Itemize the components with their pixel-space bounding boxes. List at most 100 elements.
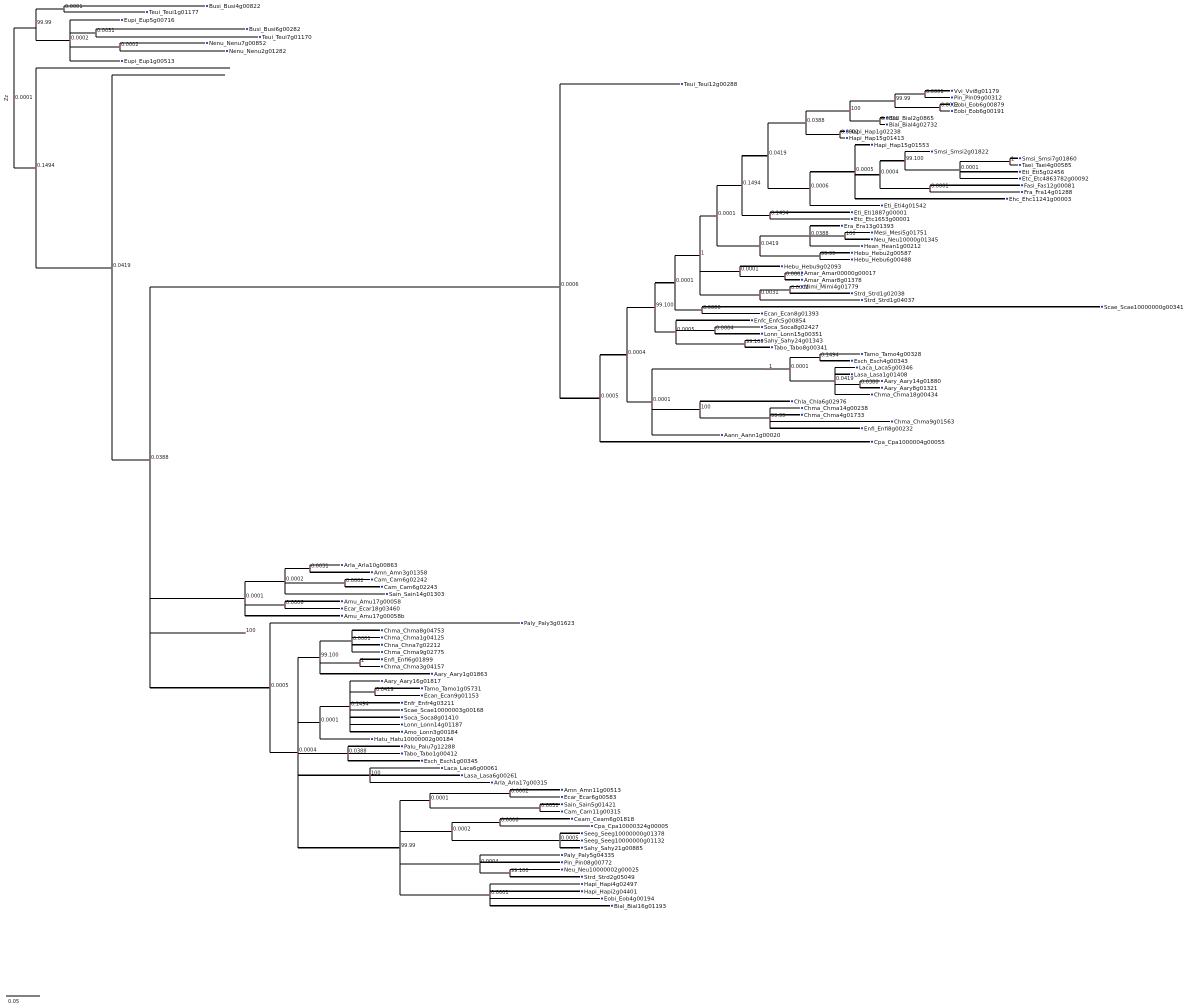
root-label: Zz: [4, 95, 10, 101]
tip-marker: [400, 730, 404, 733]
node-marker: [834, 380, 836, 382]
support-value: 0.0419: [836, 376, 854, 382]
support-value: 100: [701, 405, 711, 411]
tip-marker: [1018, 170, 1022, 173]
tip-marker: [860, 427, 864, 430]
support-value: 0.0005: [561, 836, 579, 842]
support-value: 0.0006: [561, 282, 579, 288]
tip-label: Hapi_Hap1g02238: [849, 129, 901, 135]
tip-marker: [400, 716, 404, 719]
tip-marker: [760, 325, 764, 329]
tip-label: Eobi_Eob6g00191: [954, 109, 1005, 115]
tip-marker: [380, 636, 384, 639]
tip-label: Soca_Soca8g01410: [404, 715, 459, 721]
node-marker: [784, 275, 786, 278]
support-value: 0.0002: [511, 788, 529, 794]
tip-marker: [400, 723, 404, 726]
tip-label: Lonn_Lonn14g01187: [404, 723, 463, 729]
support-value: 0.0419: [761, 241, 779, 247]
tip-marker: [800, 278, 804, 281]
tip-label: Amo_Lonn3g00184: [404, 730, 458, 736]
tip-label: Nenu_Nenu7g00852: [209, 41, 266, 47]
support-value: 0.0001: [15, 95, 33, 101]
tip-marker: [860, 352, 864, 356]
tip-label: Chma_Chma8g04753: [384, 628, 445, 634]
tip-label: Palu_Palu7g12288: [404, 744, 455, 750]
support-value: 0.0001: [791, 364, 809, 370]
tip-label: Cpa_Cpa1000004g00055: [874, 440, 945, 446]
node-marker: [769, 214, 771, 217]
tip-marker: [380, 679, 384, 683]
support-value: 0.0005: [601, 393, 619, 399]
support-value: 0.0001: [491, 890, 509, 896]
tip-label: Hebu_Hebu2g00587: [854, 251, 912, 257]
support-value: 0.0006: [501, 817, 519, 823]
tip-marker: [560, 803, 564, 806]
node-marker: [429, 799, 431, 802]
node-marker: [714, 329, 716, 332]
node-marker: [35, 23, 37, 26]
tip-label: Smsi_Smsi7g01860: [1022, 156, 1077, 162]
tip-marker: [580, 882, 584, 886]
support-value: 0.1494: [37, 163, 55, 169]
tip-label: Sain_Sain14g01303: [389, 592, 445, 598]
tip-label: Chla_Chla6g02976: [794, 399, 847, 405]
scale-bar: 0.05: [6, 995, 40, 1005]
tip-label: Chma_Chma3g04157: [384, 665, 445, 671]
support-value: 0.1494: [351, 701, 369, 707]
support-value: 0.0001: [246, 594, 264, 600]
node-marker: [509, 872, 511, 875]
tip-marker: [490, 781, 494, 784]
tip-label: Strd_Strd1g04037: [864, 298, 915, 304]
tip-marker: [560, 795, 564, 799]
tip-label: Bial_Bial4g02732: [889, 123, 937, 129]
node-marker: [626, 353, 628, 356]
support-value: 0.0001: [353, 636, 371, 642]
support-value: 1: [701, 250, 704, 256]
tip-label: Paly_Paly3g01623: [524, 621, 575, 627]
tip-marker: [120, 59, 124, 63]
support-value: 0.0006: [286, 600, 304, 606]
tip-marker: [245, 27, 249, 31]
support-value: 0.0001: [926, 89, 944, 95]
node-marker: [95, 32, 97, 34]
tip-label: Eobi_Eob4g00194: [604, 897, 655, 903]
tip-marker: [770, 346, 774, 349]
node-marker: [839, 133, 841, 136]
tip-label: Neu_Neu10000g01345: [874, 237, 939, 243]
tip-marker: [870, 440, 874, 443]
tip-marker: [370, 571, 374, 574]
tip-marker: [340, 614, 344, 617]
tip-label: Enfi_Enfi6g01899: [384, 657, 433, 663]
node-marker: [559, 839, 561, 842]
tip-label: Sain_Sain5g01421: [564, 802, 616, 808]
tip-label: Teui_Teui12g00288: [683, 82, 738, 88]
node-marker: [654, 306, 656, 309]
node-marker: [359, 661, 361, 664]
tip-label: Amn_Amn3g01358: [374, 570, 428, 576]
node-marker: [939, 106, 941, 109]
tip-label: Hapi_Hap15g01553: [874, 143, 930, 149]
node-marker: [369, 774, 371, 777]
tip-label: Smsi_Smsi2g01822: [934, 150, 989, 156]
support-value: 0.0002: [841, 130, 859, 136]
tip-marker: [380, 643, 384, 646]
tip-label: Tamo_Tamo4g00328: [863, 352, 922, 358]
tip-label: Chma_Chma1g04125: [384, 636, 445, 642]
node-marker: [759, 245, 761, 247]
tip-marker: [560, 868, 564, 871]
tip-label: Hapi_Hap15g01413: [849, 136, 905, 142]
tip-marker: [430, 672, 434, 675]
tip-label: Paly_Paly5g04335: [564, 853, 615, 859]
tip-label: Mimi_Mimi4g01779: [804, 285, 859, 291]
tip-label: Chma_Chma9g01563: [894, 420, 955, 426]
node-marker: [879, 120, 881, 123]
support-value: 1: [1011, 157, 1014, 163]
tip-marker: [580, 890, 584, 893]
tip-label: Hapi_Hapi4g02497: [584, 882, 638, 888]
support-value: 0.0388: [349, 749, 367, 755]
node-marker: [959, 169, 961, 171]
tree-branches: [13, 5, 1100, 907]
tip-marker: [790, 400, 794, 403]
tip-marker: [560, 861, 564, 864]
